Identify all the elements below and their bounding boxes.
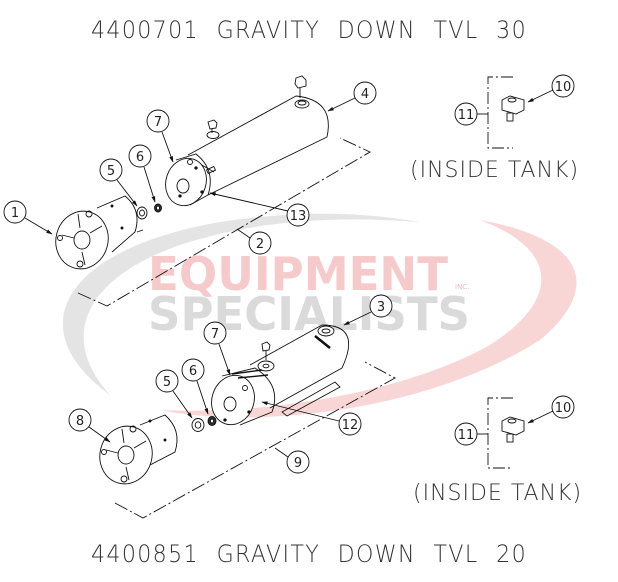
svg-text:9: 9 <box>294 456 302 471</box>
svg-text:5: 5 <box>107 164 115 179</box>
svg-text:6: 6 <box>136 150 144 165</box>
callout-9: 9 <box>274 447 310 474</box>
callouts-top: 1 2 4 5 6 7 13 <box>3 81 377 255</box>
pump-flange-part-7b <box>211 367 276 426</box>
callout-12: 12 <box>261 401 362 436</box>
callout-13: 13 <box>209 192 310 227</box>
svg-text:7: 7 <box>154 115 162 130</box>
watermark-text-specialists: SPECIALISTS <box>148 287 470 341</box>
callout-2: 2 <box>236 228 272 255</box>
callout-4: 4 <box>327 81 377 112</box>
assembly-title-top: 4400701 GRAVITY DOWN TVL 30 <box>90 16 528 44</box>
callout-5b: 5 <box>155 369 193 419</box>
inset-inside-tank-bottom: 10 11 <box>454 395 575 469</box>
valve-part-10 <box>501 95 525 122</box>
callout-5: 5 <box>99 158 138 207</box>
inset-inside-tank-top: 10 11 <box>454 74 575 149</box>
kit-bracket-2 <box>77 137 371 307</box>
bearing-part-5 <box>136 206 148 220</box>
callout-6: 6 <box>128 144 156 203</box>
callout-7: 7 <box>146 109 174 163</box>
watermark-swoosh-red <box>160 220 577 418</box>
svg-text:11: 11 <box>458 428 475 443</box>
callout-11-top: 11 <box>454 102 488 126</box>
svg-text:10: 10 <box>555 401 572 416</box>
watermark-text-equipment: EQUIPMENT <box>148 247 449 301</box>
svg-text:10: 10 <box>555 80 572 95</box>
tank-part-4 <box>185 75 329 196</box>
motor-part-1 <box>55 195 144 270</box>
callouts-bottom: 3 7 6 5 8 9 12 <box>68 294 393 474</box>
inside-tank-note-bottom: (INSIDE TANK) <box>413 481 582 506</box>
svg-text:13: 13 <box>290 209 307 224</box>
assembly-4400851 <box>99 324 396 519</box>
svg-text:2: 2 <box>256 237 264 252</box>
svg-text:3: 3 <box>377 300 385 315</box>
callout-10-bottom: 10 <box>527 395 575 424</box>
callout-3: 3 <box>343 294 393 326</box>
coupling-part-6 <box>154 203 162 213</box>
svg-text:8: 8 <box>76 414 84 429</box>
svg-text:5: 5 <box>163 375 171 390</box>
callout-7b: 7 <box>203 321 231 376</box>
watermark-logo: EQUIPMENT INC. SPECIALISTS <box>62 213 577 418</box>
inside-tank-note-top: (INSIDE TANK) <box>410 158 579 183</box>
assembly-title-bottom: 4400851 GRAVITY DOWN TVL 20 <box>90 540 528 568</box>
tank-part-3 <box>249 324 350 417</box>
inset-bracket <box>487 397 513 469</box>
callout-8: 8 <box>68 408 111 443</box>
callout-11-bottom: 11 <box>454 422 488 446</box>
pump-flange-part-7 <box>165 153 211 207</box>
callout-1: 1 <box>3 200 53 235</box>
svg-text:12: 12 <box>342 418 359 433</box>
bearing-part-5b <box>191 418 205 432</box>
svg-text:7: 7 <box>211 327 219 342</box>
motor-part-8 <box>99 414 178 485</box>
coupling-part-6b <box>207 416 217 426</box>
svg-text:6: 6 <box>189 364 197 379</box>
callout-6b: 6 <box>181 358 209 415</box>
svg-text:11: 11 <box>458 108 475 123</box>
watermark-text-inc: INC. <box>455 283 469 291</box>
valve-part-10b <box>501 416 525 443</box>
svg-text:1: 1 <box>11 206 19 221</box>
kit-bracket-9 <box>114 361 396 519</box>
inset-bracket <box>487 76 513 149</box>
svg-text:4: 4 <box>361 87 369 102</box>
assembly-4400701 <box>55 75 371 307</box>
callout-10-top: 10 <box>527 74 575 103</box>
